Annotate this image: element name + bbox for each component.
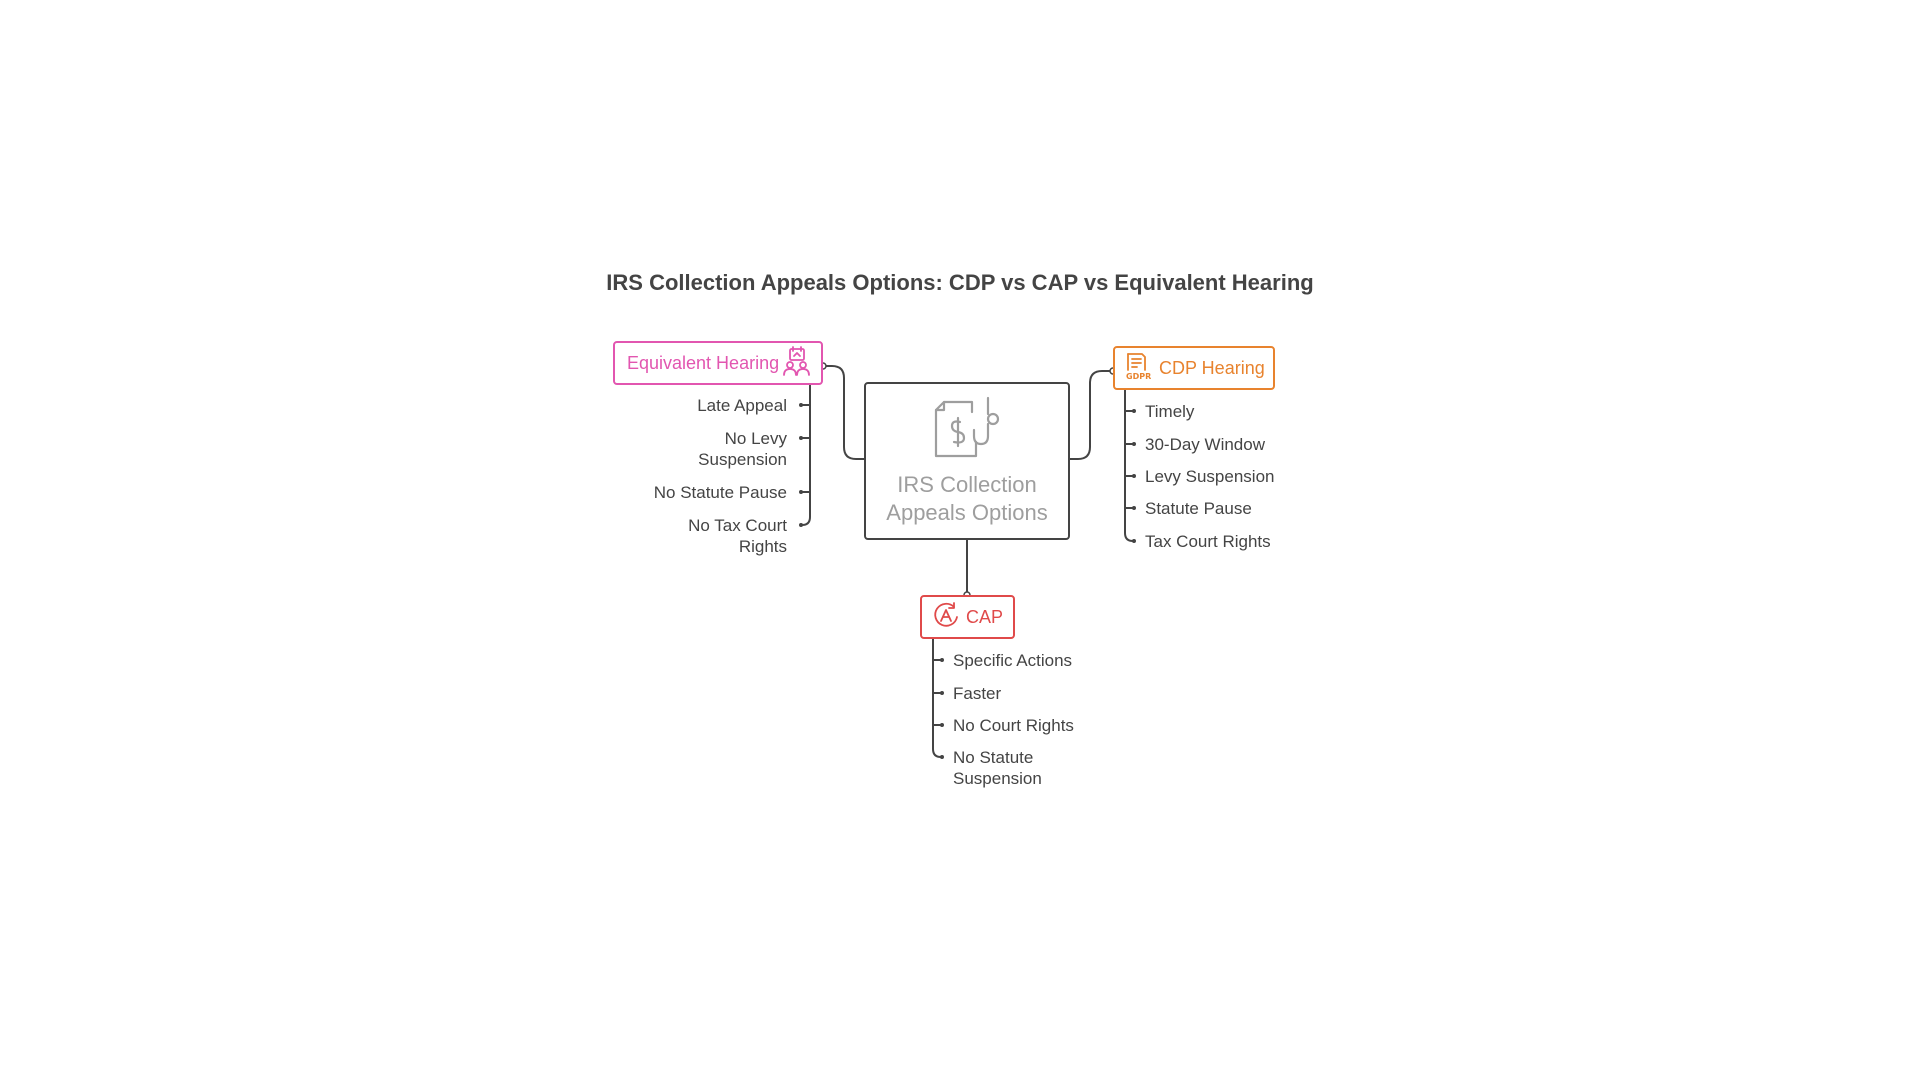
equivalent-item-2: No Levy Suspension	[698, 429, 787, 469]
connector-center-equivalent	[823, 365, 864, 460]
equivalent-hearing-label: Equivalent Hearing	[627, 352, 780, 373]
cdp-item-5: Tax Court Rights	[1145, 532, 1271, 551]
cap-label: CAP	[966, 606, 1004, 627]
center-node: IRS Collection Appeals Options	[864, 382, 1070, 540]
cap-item-3: No Court Rights	[953, 716, 1074, 735]
gdpr-document-icon: GDPR	[1125, 352, 1151, 385]
center-label: IRS Collection Appeals Options	[886, 471, 1048, 525]
cap-item-4: No Statute Suspension	[953, 748, 1042, 788]
cdp-item-4: Statute Pause	[1145, 499, 1252, 518]
appeal-arrows-icon	[932, 601, 960, 634]
bracket-cap	[932, 639, 942, 758]
equivalent-hearing-node: Equivalent Hearing	[613, 341, 823, 385]
connector-center-cdp	[1070, 370, 1113, 460]
people-calendar-icon	[783, 345, 811, 381]
cdp-item-3: Levy Suspension	[1145, 467, 1275, 486]
cdp-hearing-node: GDPR CDP Hearing	[1113, 346, 1275, 390]
cdp-item-2: 30-Day Window	[1145, 435, 1265, 454]
cap-item-1: Specific Actions	[953, 651, 1073, 670]
diagram-title: IRS Collection Appeals Options: CDP vs C…	[606, 270, 1314, 295]
cdp-hearing-label: CDP Hearing	[1159, 357, 1265, 378]
dollar-document-hook-icon	[932, 396, 1002, 467]
cap-item-2: Faster	[953, 684, 1002, 703]
equivalent-item-1: Late Appeal	[697, 396, 787, 415]
cdp-item-1: Timely	[1145, 402, 1195, 421]
equivalent-item-3: No Statute Pause	[653, 483, 787, 502]
cap-node: CAP	[920, 595, 1015, 639]
bracket-cdp	[1124, 390, 1134, 542]
equivalent-item-4: No Tax Court Rights	[688, 516, 787, 556]
svg-text:GDPR: GDPR	[1126, 372, 1151, 380]
